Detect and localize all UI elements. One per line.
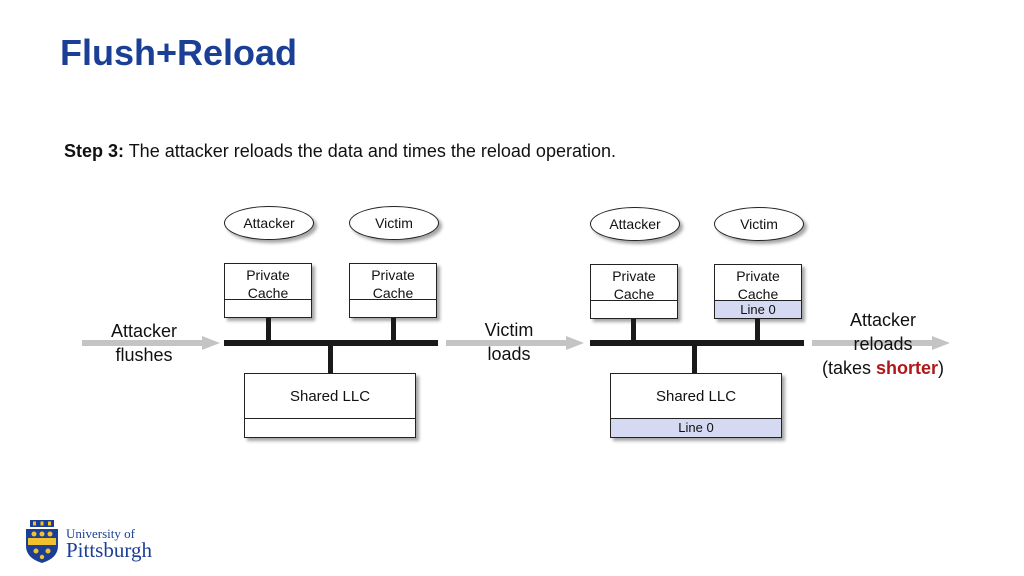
right-victim-cache-line0: Line 0 [715, 300, 801, 318]
flush-arrow [82, 336, 220, 350]
reload-label: Attacker reloads (takes shorter) [821, 310, 945, 378]
left-llc-bus-stem [328, 344, 333, 373]
logo-wordmark: University of Pittsburgh [66, 526, 152, 562]
right-victim-bus-stem [755, 319, 760, 342]
left-victim-label: Victim [375, 215, 413, 231]
right-bus [590, 340, 804, 346]
left-llc-slot [245, 418, 415, 437]
right-llc-line0: Line 0 [611, 418, 781, 437]
load-label: Victim loads [484, 320, 534, 364]
step-label: Step 3: [64, 141, 125, 161]
reload-arrow [812, 336, 950, 350]
left-attacker-cache-slot [225, 299, 311, 317]
university-logo: University of Pittsburgh [24, 520, 152, 564]
right-llc-bus-stem [692, 344, 697, 373]
left-victim-bus-stem [391, 318, 396, 342]
left-victim-cache-slot [350, 299, 436, 317]
flush-label: Attacker flushes [110, 321, 178, 365]
left-shared-llc: Shared LLC [244, 373, 416, 438]
slide-title: Flush+Reload [60, 32, 298, 73]
left-victim-process: Victim [349, 206, 439, 240]
load-arrow [446, 336, 584, 350]
right-victim-label: Victim [740, 216, 778, 232]
left-attacker-bus-stem [266, 318, 271, 342]
left-bus [224, 340, 438, 346]
right-attacker-process: Attacker [590, 207, 680, 241]
right-shared-llc: Shared LLC Line 0 [610, 373, 782, 438]
left-attacker-process: Attacker [224, 206, 314, 240]
right-attacker-cache-slot [591, 300, 677, 318]
left-attacker-label: Attacker [243, 215, 295, 231]
pitt-shield-icon [26, 520, 58, 563]
right-attacker-label: Attacker [609, 216, 661, 232]
step-text: The attacker reloads the data and times … [124, 141, 616, 161]
step-description: Step 3: The attacker reloads the data an… [64, 141, 616, 162]
right-attacker-bus-stem [631, 319, 636, 342]
shorter-emphasis: shorter [876, 358, 939, 378]
right-victim-process: Victim [714, 207, 804, 241]
